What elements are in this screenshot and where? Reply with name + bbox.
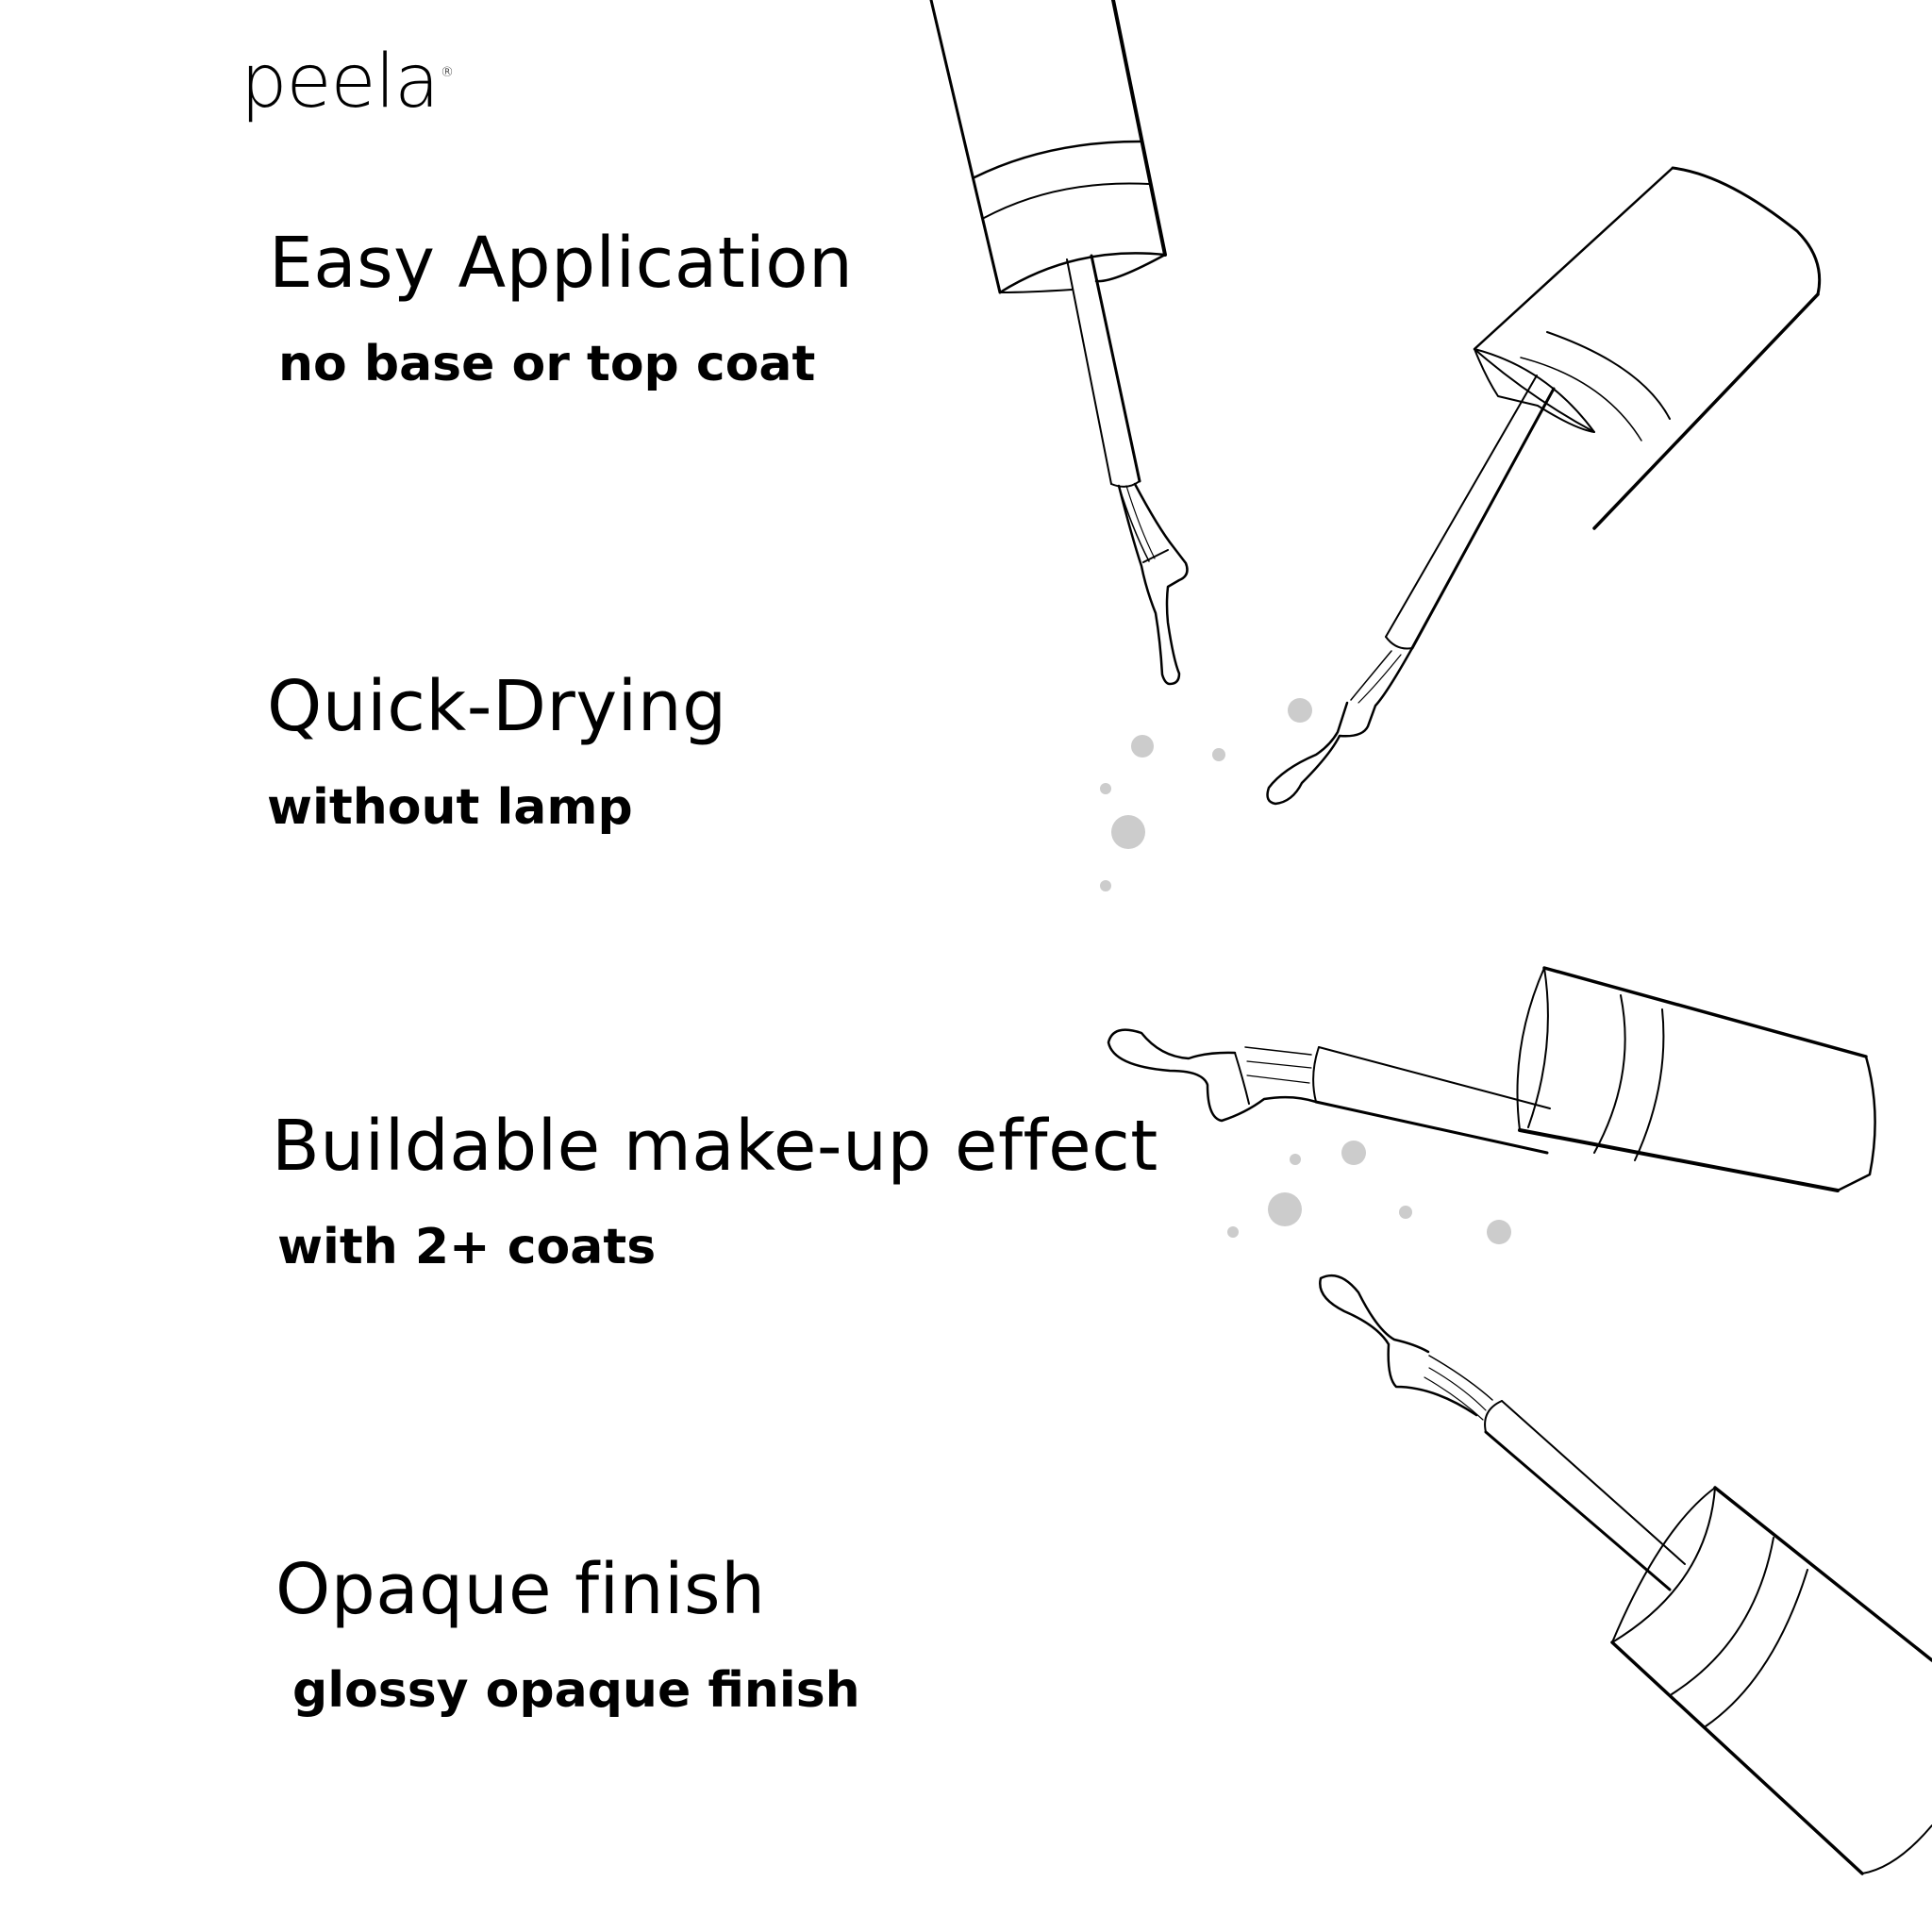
feature-opaque-finish: Opaque finish glossy opaque finish — [275, 1555, 860, 1715]
drop-dot — [1111, 815, 1145, 849]
drop-dot — [1288, 698, 1312, 723]
drop-dot — [1100, 880, 1111, 891]
registered-mark: ® — [440, 65, 454, 80]
feature-subtitle: glossy opaque finish — [292, 1662, 860, 1719]
drop-dot — [1290, 1154, 1301, 1165]
feature-title: Buildable make-up effect — [272, 1106, 1158, 1187]
drop-dot — [1131, 735, 1154, 758]
feature-subtitle: without lamp — [267, 779, 633, 836]
drop-dot — [1399, 1206, 1412, 1219]
drop-dot — [1268, 1192, 1302, 1226]
nail-polish-brush-2-icon — [1266, 166, 1822, 806]
nail-polish-brush-4-icon — [1319, 1274, 1932, 1875]
feature-title: Easy Application — [269, 223, 854, 304]
feature-buildable-effect: Buildable make-up effect with 2+ coats — [272, 1111, 1158, 1272]
feature-easy-application: Easy Application no base or top coat — [269, 228, 853, 389]
polish-drops — [1100, 698, 1511, 1244]
drop-dot — [1100, 783, 1111, 794]
feature-quick-drying: Quick-Drying without lamp — [267, 672, 727, 832]
drop-dot — [1227, 1226, 1239, 1238]
nail-polish-brush-1-icon — [929, 0, 1189, 686]
brand-name: peela — [241, 40, 440, 125]
brand-logo: peela® — [241, 45, 454, 119]
feature-subtitle: no base or top coat — [278, 336, 816, 392]
feature-subtitle: with 2+ coats — [277, 1219, 657, 1275]
nail-polish-brush-3-icon — [1107, 966, 1876, 1192]
feature-title: Opaque finish — [275, 1549, 766, 1630]
drop-dot — [1341, 1141, 1366, 1165]
drop-dot — [1487, 1220, 1511, 1244]
feature-title: Quick-Drying — [267, 666, 727, 747]
drop-dot — [1212, 748, 1225, 761]
